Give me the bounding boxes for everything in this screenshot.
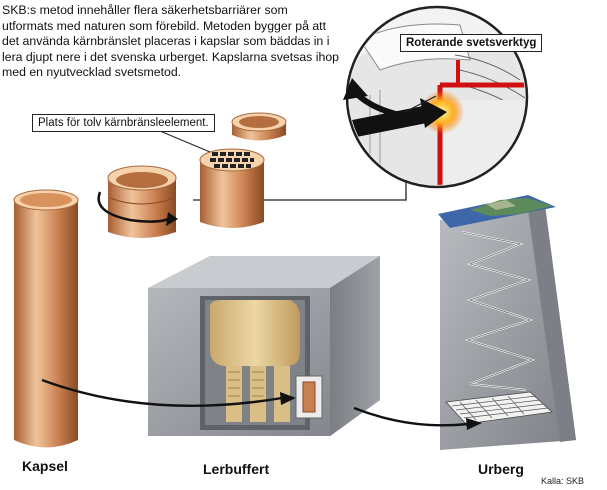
rotate-arrow-icon [97, 191, 171, 223]
lerbuffert-block [148, 256, 380, 436]
capsule-sleeve [97, 165, 178, 238]
source-credit: Kalla: SKB [541, 476, 585, 486]
flow-arrow-1 [41, 378, 283, 407]
urberg-label: Urberg [478, 461, 524, 477]
kapsel-label: Kapsel [22, 458, 68, 474]
lerbuffert-label: Lerbuffert [203, 461, 270, 477]
intro-text: SKB:s metod innehåller flera säkerhetsba… [2, 3, 339, 79]
urberg-tower [438, 195, 576, 450]
capsule-with-fuel-grid [199, 112, 287, 228]
flow-arrow-2 [353, 406, 469, 427]
fuel-grid-icon [210, 152, 254, 168]
capsule-callout: Plats för tolv kärnbränsleelement. [32, 114, 215, 132]
weld-tool-label: Roterande svetsverktyg [400, 34, 543, 52]
kapsel-capsule [13, 189, 79, 448]
